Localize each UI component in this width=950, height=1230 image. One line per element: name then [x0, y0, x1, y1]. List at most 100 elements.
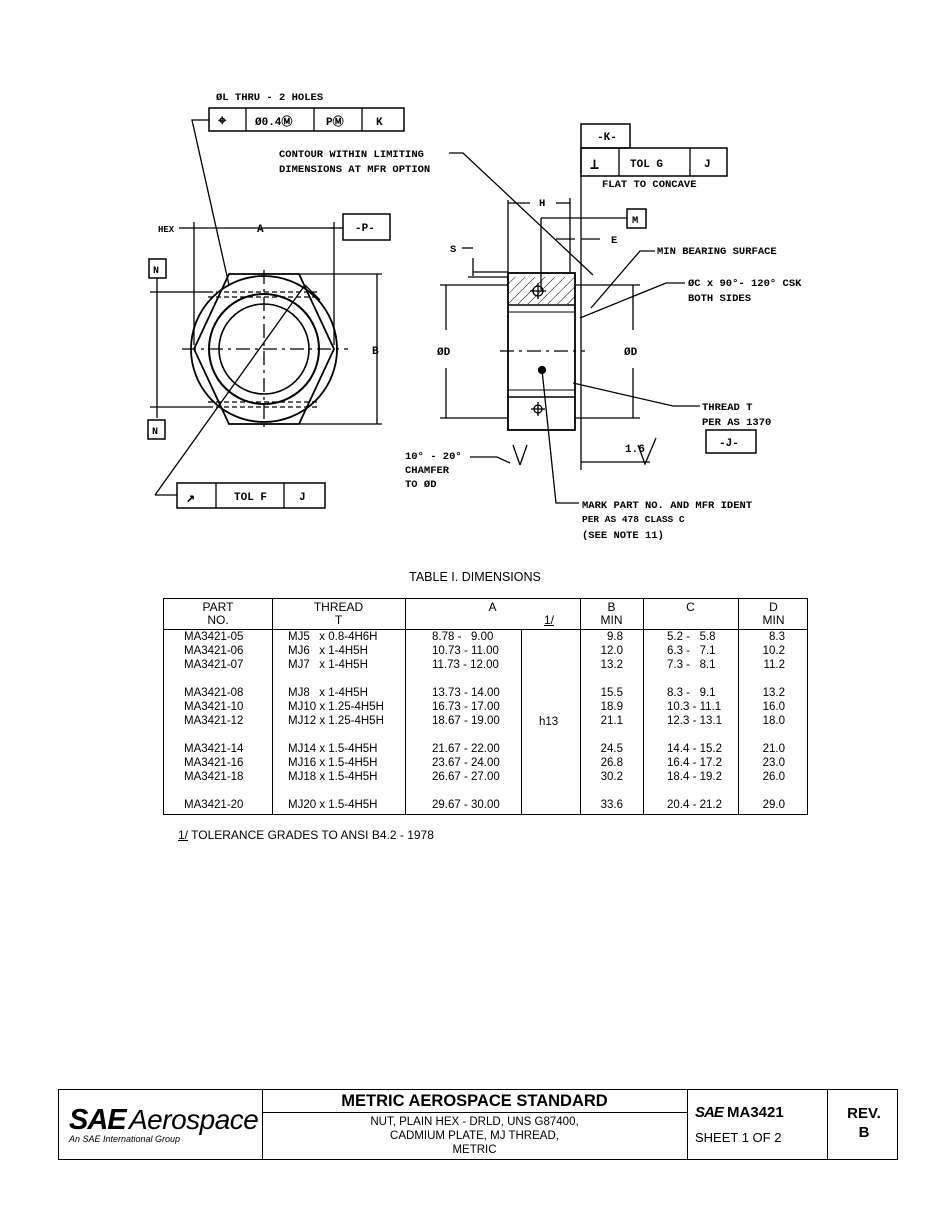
cell-d: 13.2	[762, 687, 785, 699]
cell-d: 16.0	[762, 701, 785, 713]
cell-d: 21.0	[762, 743, 785, 755]
csk-note-line2: BOTH SIDES	[688, 293, 751, 305]
chamfer-note-line3: TO ØD	[405, 479, 437, 491]
cell-c: 10.3 - 11.1	[667, 701, 722, 713]
cell-c: 20.4 - 21.2	[667, 799, 722, 811]
runout-symbol: ↗	[186, 490, 195, 507]
position-symbol: ⌖	[217, 113, 227, 130]
cell-part: MA3421-18	[184, 771, 244, 783]
cell-thread: MJ12 x 1.25-4H5H	[288, 715, 384, 727]
standard-title: METRIC AEROSPACE STANDARD	[341, 1092, 608, 1110]
runout-datum: J	[299, 492, 306, 504]
perpendicularity-tolerance: TOL G	[630, 159, 663, 171]
mark-note-line2: PER AS 478 CLASS C	[582, 514, 685, 525]
tolerance-h13: h13	[539, 716, 559, 728]
surface-finish-value: 1.6	[625, 444, 645, 456]
document-number: SAE MA3421	[695, 1104, 784, 1121]
cell-a: 16.73 - 17.00	[432, 701, 500, 713]
cell-thread: MJ8 x 1-4H5H	[288, 687, 368, 699]
cell-part: MA3421-07	[184, 659, 244, 671]
runout-tolerance: TOL F	[234, 492, 267, 504]
thru-holes-label: ØL THRU - 2 HOLES	[216, 92, 323, 104]
cell-thread: MJ6 x 1-4H5H	[288, 645, 368, 657]
position-datum-p: PⓂ	[326, 114, 344, 129]
cell-a: 11.73 - 12.00	[432, 659, 499, 671]
cell-b: 24.5	[600, 743, 623, 755]
cell-c: 6.3 - 7.1	[667, 645, 716, 657]
datum-k-label: -K-	[597, 132, 617, 144]
cell-d: 8.3	[769, 631, 785, 643]
csk-note-line1: ØC x 90°- 120° CSK	[688, 278, 802, 290]
cell-a: 18.67 - 19.00	[432, 715, 500, 727]
cell-b: 18.9	[600, 701, 623, 713]
cell-c: 5.2 - 5.8	[667, 631, 716, 643]
cell-a: 8.78 - 9.00	[432, 631, 494, 643]
flat-to-concave-note: FLAT TO CONCAVE	[602, 179, 697, 191]
mark-note-line1: MARK PART NO. AND MFR IDENT	[582, 500, 752, 512]
contour-note-line2: DIMENSIONS AT MFR OPTION	[279, 164, 430, 176]
cell-b: 13.2	[600, 659, 623, 671]
chamfer-note-line1: 10° - 20°	[405, 451, 462, 463]
table-title: TABLE I. DIMENSIONS	[409, 570, 541, 584]
cell-thread: MJ14 x 1.5-4H5H	[288, 743, 378, 755]
cell-a: 26.67 - 27.00	[432, 771, 500, 783]
cell-b: 30.2	[600, 771, 623, 783]
cell-a: 21.67 - 22.00	[432, 743, 500, 755]
cell-d: 11.2	[763, 659, 785, 671]
mark-note-line3: (SEE NOTE 11)	[582, 530, 664, 542]
cell-thread: MJ7 x 1-4H5H	[288, 659, 368, 671]
contour-note-line1: CONTOUR WITHIN LIMITING	[279, 149, 424, 161]
cell-b: 33.6	[600, 799, 623, 811]
cell-part: MA3421-08	[184, 687, 244, 699]
cell-c: 14.4 - 15.2	[667, 743, 722, 755]
cell-c: 16.4 - 17.2	[667, 757, 722, 769]
min-bearing-note: MIN BEARING SURFACE	[657, 246, 777, 258]
aerospace-logo-text: Aerospace	[129, 1104, 259, 1135]
cell-a: 13.73 - 14.00	[432, 687, 500, 699]
revision: REV.B	[847, 1105, 881, 1141]
datum-m-label: M	[632, 215, 638, 227]
cell-b: 12.0	[600, 645, 623, 657]
header-note: 1/	[543, 613, 554, 627]
cell-a: 23.67 - 24.00	[432, 757, 500, 769]
header-c: C	[686, 600, 695, 614]
cell-a: 10.73 - 11.00	[432, 645, 499, 657]
cell-c: 8.3 - 9.1	[667, 687, 716, 699]
tolerance-footnote: 1/ TOLERANCE GRADES TO ANSI B4.2 - 1978	[178, 828, 434, 842]
dia-d-right: ØD	[624, 347, 638, 359]
cell-c: 12.3 - 13.1	[667, 715, 722, 727]
cell-b: 15.5	[600, 687, 623, 699]
cell-c: 7.3 - 8.1	[667, 659, 716, 671]
datum-n-bottom: N	[152, 427, 158, 438]
cell-b: 26.8	[600, 757, 623, 769]
datum-j-label: -J-	[719, 438, 739, 450]
thread-note-line1: THREAD T	[702, 402, 752, 414]
position-tolerance: Ø0.4Ⓜ	[255, 114, 292, 129]
cell-d: 10.2	[762, 645, 785, 657]
cell-part: MA3421-12	[184, 715, 244, 727]
cell-thread: MJ10 x 1.25-4H5H	[288, 701, 384, 713]
chamfer-note-line2: CHAMFER	[405, 465, 450, 477]
hex-outline	[193, 273, 335, 425]
position-datum-k: K	[376, 117, 383, 129]
cell-d: 29.0	[762, 799, 785, 811]
logo-subtitle: An SAE International Group	[69, 1134, 181, 1144]
cell-c: 18.4 - 19.2	[667, 771, 722, 783]
perpendicularity-symbol: ⊥	[590, 157, 599, 174]
engineering-drawing: ØL THRU - 2 HOLES ⌖ Ø0.4Ⓜ PⓂ K HEX A -P-…	[147, 92, 802, 542]
sheet-number: SHEET 1 OF 2	[695, 1130, 782, 1145]
header-a: A	[488, 600, 497, 614]
perpendicularity-datum: J	[704, 159, 711, 171]
cell-part: MA3421-10	[184, 701, 244, 713]
dim-e-label: E	[611, 235, 617, 247]
cell-thread: MJ20 x 1.5-4H5H	[288, 799, 378, 811]
thread-note-line2: PER AS 1370	[702, 417, 771, 429]
hex-label: HEX	[158, 225, 175, 235]
dim-h-label: H	[539, 198, 545, 210]
cell-thread: MJ18 x 1.5-4H5H	[288, 771, 378, 783]
cell-part: MA3421-06	[184, 645, 244, 657]
